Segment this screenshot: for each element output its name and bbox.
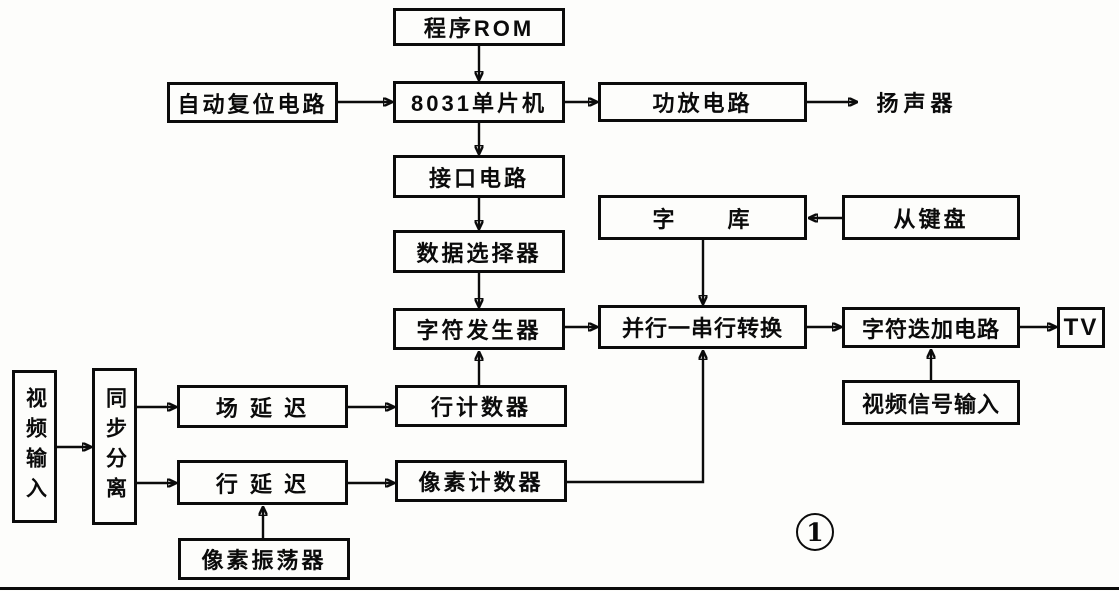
edge-pixel-counter-to-par-serial: [567, 352, 703, 484]
node-line-delay: 行 延 迟: [177, 460, 348, 505]
node-font-rom: 字 库: [598, 195, 807, 240]
node-line-counter: 行计数器: [395, 385, 567, 427]
node-parallel-serial-converter: 并行一串行转换: [598, 305, 807, 349]
node-pixel-counter: 像素计数器: [395, 460, 567, 502]
node-power-amp-circuit: 功放电路: [598, 82, 807, 122]
node-video-input: 视频输入: [12, 370, 57, 523]
node-8031-mcu: 8031单片机: [393, 81, 565, 123]
figure-number-badge: 1: [796, 513, 834, 551]
label-speaker: 扬声器: [876, 91, 958, 116]
node-char-generator: 字符发生器: [393, 308, 565, 350]
node-data-selector: 数据选择器: [393, 230, 565, 273]
node-sync-separator: 同步分离: [92, 368, 137, 525]
node-program-rom: 程序ROM: [393, 8, 565, 46]
node-field-delay: 场 延 迟: [177, 385, 348, 428]
node-pixel-oscillator: 像素振荡器: [178, 538, 350, 580]
node-tv: TV: [1057, 307, 1105, 348]
node-video-signal-input: 视频信号输入: [842, 380, 1020, 425]
node-auto-reset-circuit: 自动复位电路: [167, 82, 338, 123]
node-slave-keyboard: 从键盘: [842, 195, 1020, 240]
node-interface-circuit: 接口电路: [393, 155, 565, 198]
node-char-overlay-circuit: 字符迭加电路: [842, 307, 1020, 348]
page-bottom-rule: [0, 587, 1119, 590]
